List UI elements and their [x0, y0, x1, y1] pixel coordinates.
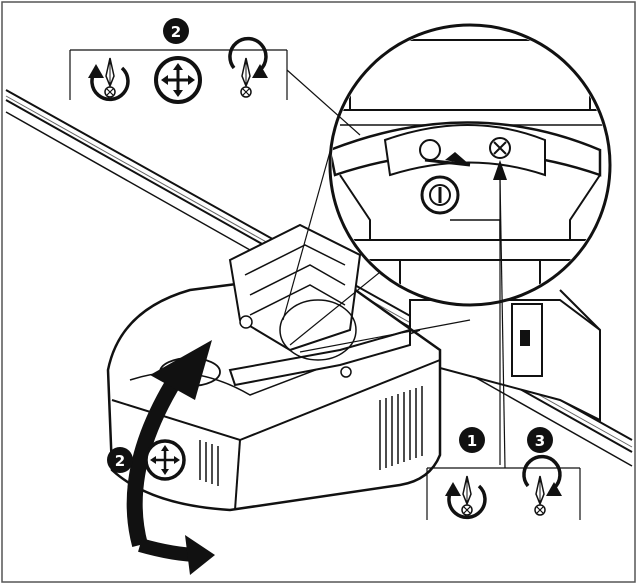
step-badge-left: 2 [107, 447, 133, 473]
magnified-detail [328, 23, 612, 307]
wall-bracket [409, 289, 601, 422]
top-step-group: 2 [69, 18, 361, 136]
step-badge-top: 2 [163, 18, 189, 44]
step-badge-1: 1 [459, 427, 485, 453]
pointer-line [499, 177, 506, 469]
adjust-arrow [126, 340, 215, 575]
left-step-group: 2 [107, 439, 186, 481]
bottom-step-group: 1 3 [426, 427, 581, 520]
step-badge-3: 3 [527, 427, 553, 453]
move-arrows-icon [144, 439, 186, 481]
svg-text:3: 3 [535, 432, 545, 450]
svg-text:2: 2 [115, 452, 125, 470]
mount-arm [228, 223, 477, 387]
zoom-guide-lines [282, 129, 471, 353]
svg-text:2: 2 [171, 23, 181, 41]
svg-text:1: 1 [467, 432, 477, 450]
move-arrows-icon [154, 56, 202, 104]
